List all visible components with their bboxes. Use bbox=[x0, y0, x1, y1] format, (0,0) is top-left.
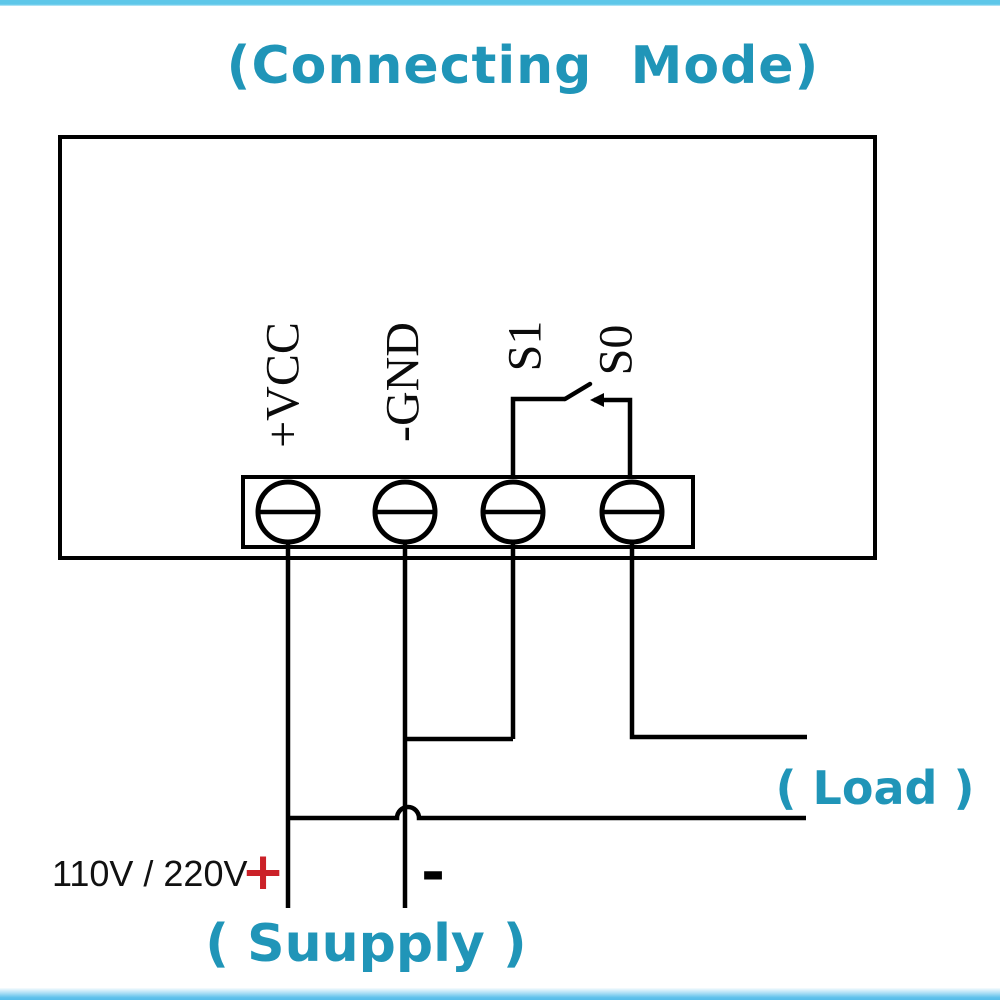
wire-supply-to-load bbox=[288, 804, 806, 821]
switch-blade bbox=[562, 381, 593, 402]
supply-voltage-label: 110V / 220V bbox=[52, 853, 248, 894]
terminal-screw-gnd bbox=[372, 479, 438, 545]
terminal-screw-s1 bbox=[480, 479, 546, 545]
terminal-label-s1: S1 bbox=[499, 321, 552, 372]
terminal-label-gnd: -GND bbox=[377, 322, 430, 442]
wire-s0-to-switch bbox=[594, 397, 633, 477]
load-caption: ( Load ) bbox=[775, 761, 975, 815]
terminal-label-vcc: +VCC bbox=[257, 322, 310, 448]
terminal-screw-vcc bbox=[255, 479, 321, 545]
device-outline bbox=[58, 135, 877, 560]
wire-s0-to-load bbox=[629, 542, 807, 740]
supply-minus-sign: - bbox=[420, 838, 446, 906]
switch-contact-arrow bbox=[590, 393, 604, 407]
terminal-screw-s0 bbox=[599, 479, 665, 545]
wire-s1-to-switch bbox=[510, 396, 565, 477]
supply-caption: ( Suupply ) bbox=[205, 914, 527, 974]
top-accent-bar bbox=[0, 0, 1000, 6]
bottom-accent-bar bbox=[0, 988, 1000, 1000]
diagram-title: (Connecting Mode) bbox=[226, 36, 820, 96]
terminal-label-s0: S0 bbox=[590, 325, 643, 376]
supply-plus-sign: + bbox=[241, 842, 285, 902]
